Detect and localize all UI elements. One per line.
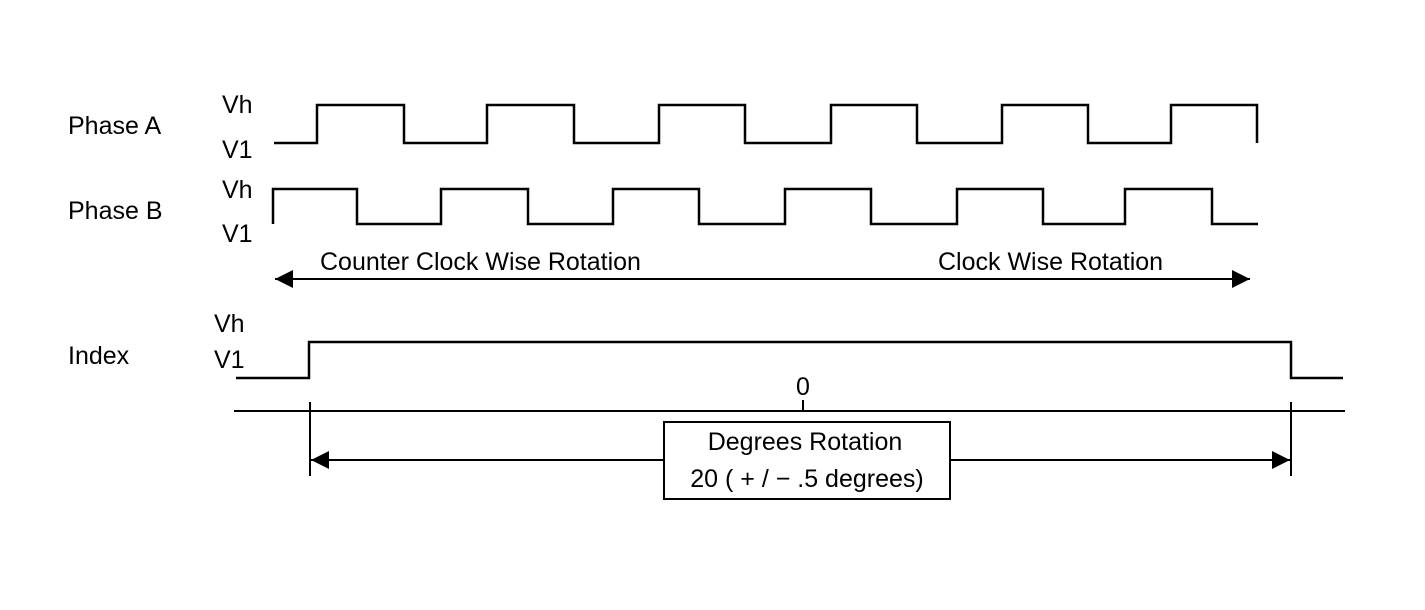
degrees-box bbox=[663, 421, 951, 500]
zero-label: 0 bbox=[796, 373, 810, 401]
phase-a-high-label: Vh bbox=[222, 91, 253, 119]
cw-rotation-label: Clock Wise Rotation bbox=[938, 248, 1163, 276]
phase-b-label: Phase B bbox=[68, 197, 163, 225]
phase-b-high-label: Vh bbox=[222, 176, 253, 204]
phase-a-low-label: V1 bbox=[222, 136, 253, 164]
index-label: Index bbox=[68, 342, 130, 370]
phase-a-label: Phase A bbox=[68, 112, 161, 140]
phase-b-low-label: V1 bbox=[222, 220, 253, 248]
phase-b-waveform bbox=[271, 187, 1258, 226]
index-high-label: Vh bbox=[214, 310, 245, 338]
degrees-box-value: 20 ( + / − .5 degrees) bbox=[690, 465, 923, 493]
ccw-rotation-label: Counter Clock Wise Rotation bbox=[320, 248, 641, 276]
phase-a-waveform bbox=[274, 103, 1259, 145]
degrees-box-title: Degrees Rotation bbox=[708, 428, 903, 456]
index-waveform bbox=[236, 340, 1343, 380]
index-low-label: V1 bbox=[214, 346, 245, 374]
